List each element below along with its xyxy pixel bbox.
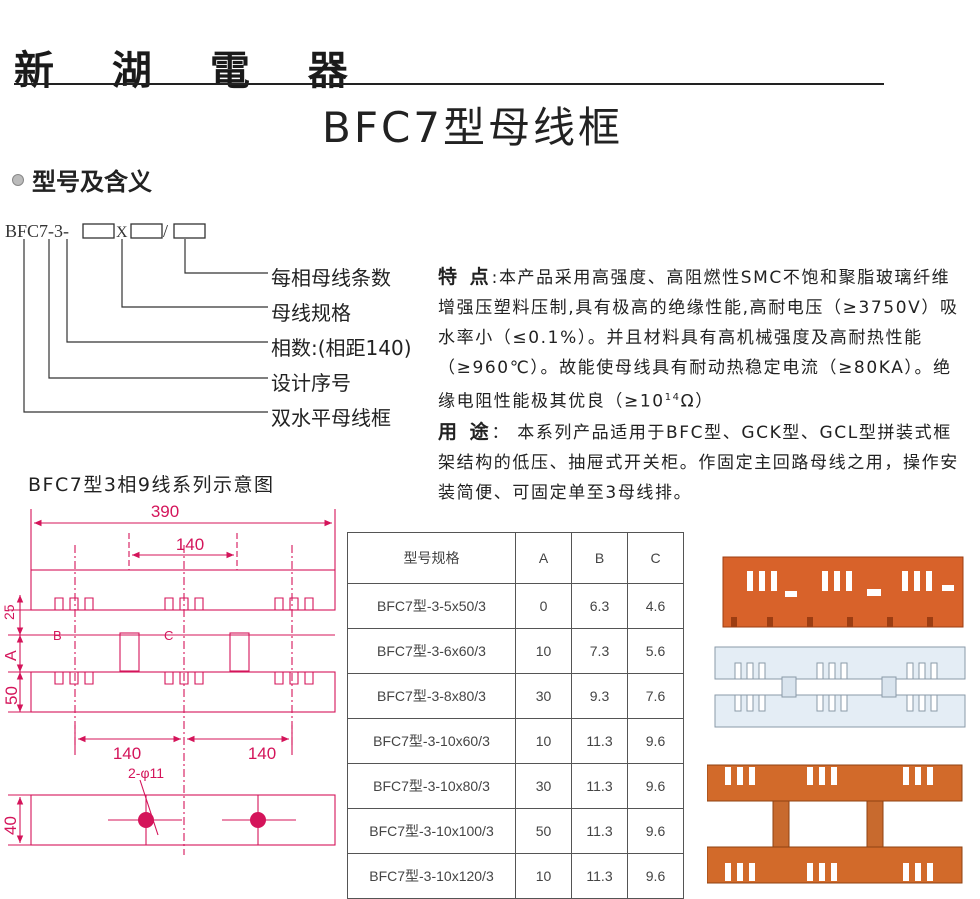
cell-a: 0 — [515, 583, 572, 629]
cell-model: BFC7型-3-5x50/3 — [347, 583, 516, 629]
cell-b: 6.3 — [571, 583, 628, 629]
mount-hole-2 — [250, 812, 266, 828]
leader-lines — [23, 239, 268, 413]
cell-c: 9.6 — [627, 853, 684, 899]
dim-50: 50 — [2, 686, 21, 705]
cell-c: 9.6 — [627, 808, 684, 854]
cell-model: BFC7型-3-6x60/3 — [347, 628, 516, 674]
code-box-1 — [82, 223, 115, 239]
usage-label: 用 途 — [438, 420, 492, 443]
header-a: A — [515, 532, 572, 584]
features-text: :本产品采用高强度、高阻燃性SMC不饱和聚脂玻璃纤维增强压塑料压制,具有极高的绝… — [438, 268, 959, 412]
cell-model: BFC7型-3-10x100/3 — [347, 808, 516, 854]
mount-hole-1 — [138, 812, 154, 828]
code-box-2 — [130, 223, 163, 239]
dim-c: C — [164, 628, 173, 643]
meaning-frame-type: 双水平母线框 — [271, 406, 391, 430]
cell-c: 4.6 — [627, 583, 684, 629]
dim-40: 40 — [1, 816, 20, 835]
table-header-row: 型号规格 A B C — [347, 532, 684, 584]
meaning-busbar-spec: 母线规格 — [271, 301, 351, 325]
cell-c: 7.6 — [627, 673, 684, 719]
dim-25: 25 — [1, 604, 17, 620]
cell-model: BFC7型-3-10x80/3 — [347, 763, 516, 809]
diagram-title: BFC7型3相9线系列示意图 — [28, 474, 275, 496]
dimension-drawing: 390 140 25 A 50 B C 140 140 2-φ11 40 — [1, 502, 336, 855]
model-code-slash: / — [163, 221, 168, 241]
description-block: 特 点:本产品采用高强度、高阻燃性SMC不饱和聚脂玻璃纤维增强压塑料压制,具有极… — [438, 262, 968, 508]
cell-a: 50 — [515, 808, 572, 854]
cell-a: 10 — [515, 628, 572, 674]
features-tail: Ω） — [680, 391, 714, 412]
cell-c: 5.6 — [627, 628, 684, 674]
cell-b: 11.3 — [571, 718, 628, 764]
model-code-prefix: BFC7-3- — [5, 221, 69, 241]
usage-text: ： 本系列产品适用于BFC型、GCK型、GCL型拼装式框架结构的低压、抽屉式开关… — [438, 422, 959, 503]
cell-a: 10 — [515, 718, 572, 764]
features-label: 特 点 — [438, 266, 492, 288]
dim-hole: 2-φ11 — [128, 765, 164, 781]
photo-orange-frame — [722, 556, 964, 628]
product-photos — [707, 556, 966, 884]
meaning-conductors-per-phase: 每相母线条数 — [271, 266, 391, 290]
dim-left-140: 140 — [113, 744, 141, 763]
photo-white-frame — [714, 646, 966, 728]
page-title: BFC7型母线框 — [322, 103, 624, 152]
code-box-3 — [173, 223, 206, 239]
header-b: B — [571, 532, 628, 584]
cell-b: 9.3 — [571, 673, 628, 719]
cell-b: 11.3 — [571, 763, 628, 809]
cell-model: BFC7型-3-10x60/3 — [347, 718, 516, 764]
dim-top-spacing: 140 — [176, 535, 204, 554]
photo-orange-frame-posts — [707, 764, 963, 884]
dim-right-140: 140 — [248, 744, 276, 763]
meaning-phase-count: 相数:(相距140) — [271, 336, 412, 360]
header-c: C — [627, 532, 684, 584]
dim-b: B — [53, 628, 62, 643]
cell-a: 30 — [515, 673, 572, 719]
meaning-design-serial: 设计序号 — [271, 371, 351, 395]
model-code-x: X — [116, 224, 128, 241]
cell-b: 11.3 — [571, 808, 628, 854]
dim-a: A — [3, 650, 20, 661]
header-divider — [14, 83, 884, 85]
features-exponent: 14 — [664, 392, 681, 403]
cell-c: 9.6 — [627, 763, 684, 809]
cell-model: BFC7型-3-8x80/3 — [347, 673, 516, 719]
cell-b: 11.3 — [571, 853, 628, 899]
cell-c: 9.6 — [627, 718, 684, 764]
model-code-diagram: BFC7-3- X / — [5, 221, 268, 413]
bullet-icon — [12, 174, 24, 186]
dim-overall: 390 — [151, 502, 179, 521]
header-model: 型号规格 — [347, 532, 516, 584]
cell-model: BFC7型-3-10x120/3 — [347, 853, 516, 899]
cell-a: 10 — [515, 853, 572, 899]
cell-a: 30 — [515, 763, 572, 809]
cell-b: 7.3 — [571, 628, 628, 674]
brand-logo: 新 湖 電 器 — [14, 47, 370, 94]
section-title: 型号及含义 — [32, 168, 152, 196]
